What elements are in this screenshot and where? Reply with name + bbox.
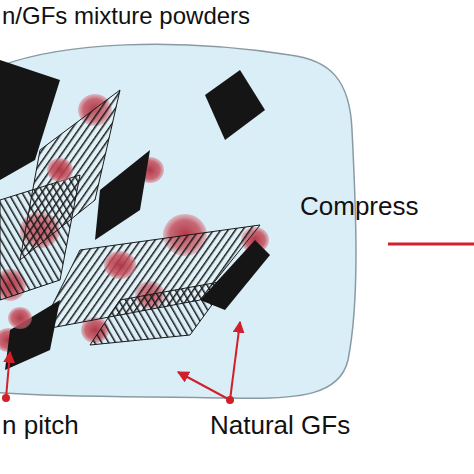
pitch-particles [8,158,136,329]
title-label: n/GFs mixture powders [2,4,250,28]
compress-arrow [388,243,474,246]
material-label: n pitch [2,412,79,438]
material-label: Natural GFs [210,412,350,438]
process-label: Compress [300,193,418,219]
graphite-flakes [0,60,270,370]
mixture-blob [0,44,356,398]
leader-arrows [2,322,240,404]
